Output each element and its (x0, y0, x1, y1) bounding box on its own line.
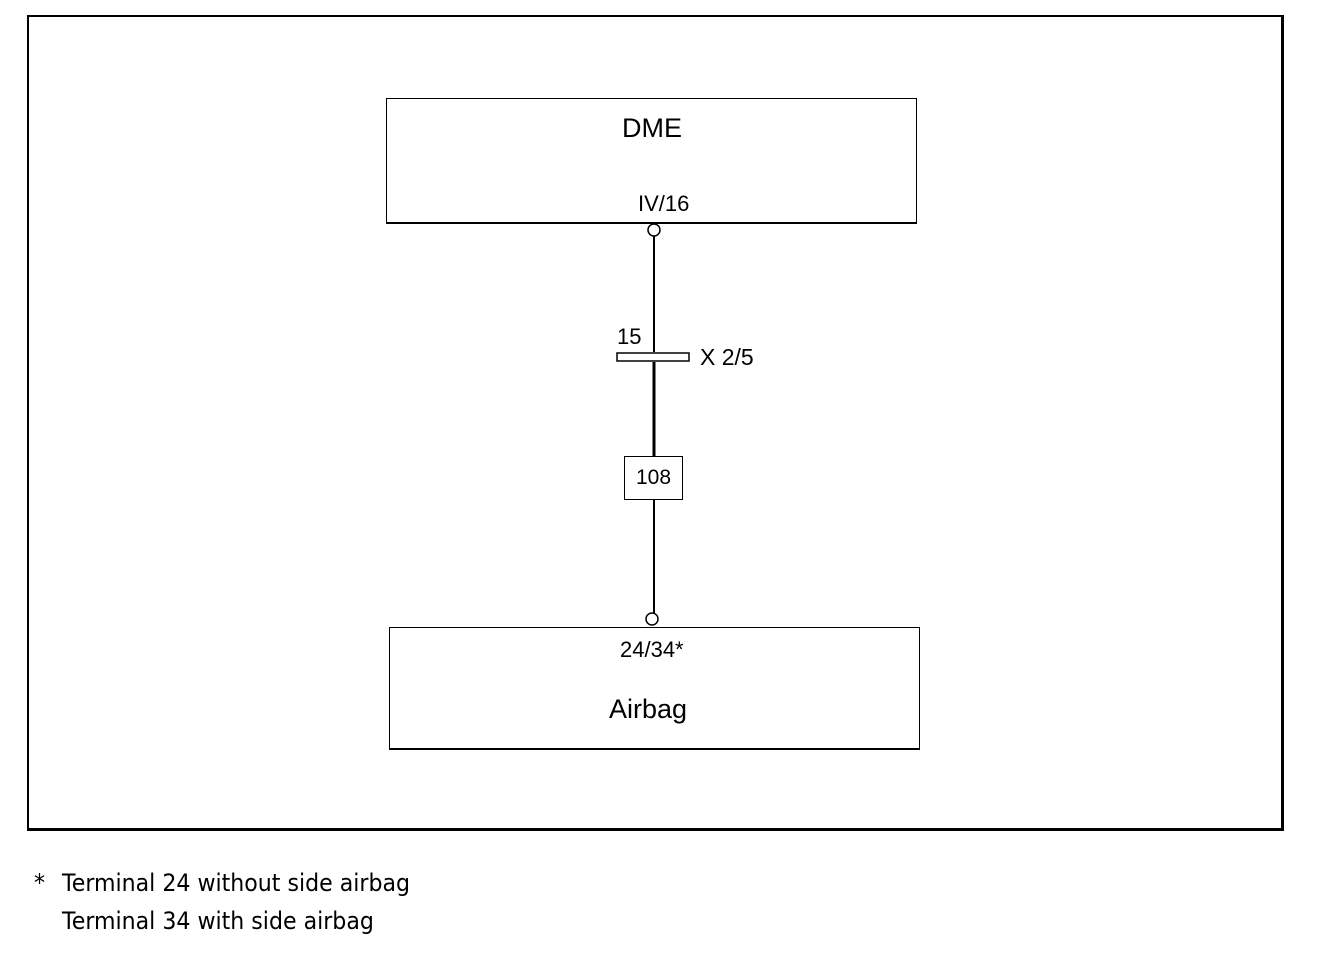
footnote-line-2: Terminal 34 with side airbag (62, 907, 374, 935)
connector-id-label: X 2/5 (700, 344, 754, 370)
wire-number-label: 108 (635, 466, 672, 489)
connector-bar (616, 352, 690, 362)
diagram-frame (27, 15, 1284, 831)
dme-control-unit-box (386, 98, 917, 224)
footnote-line-1: Terminal 24 without side airbag (62, 869, 411, 897)
airbag-terminal-circle (645, 612, 659, 626)
dme-pin-label: IV/16 (638, 191, 690, 216)
dme-title: DME (622, 113, 682, 143)
dme-terminal-circle (647, 223, 661, 237)
airbag-unit-box (389, 627, 920, 750)
airbag-pin-label: 24/34* (620, 637, 684, 662)
connector-pin-label: 15 (617, 324, 642, 349)
airbag-title: Airbag (609, 694, 688, 724)
footnote-marker: * (34, 869, 46, 897)
wire-number-box: 108 (624, 456, 683, 500)
